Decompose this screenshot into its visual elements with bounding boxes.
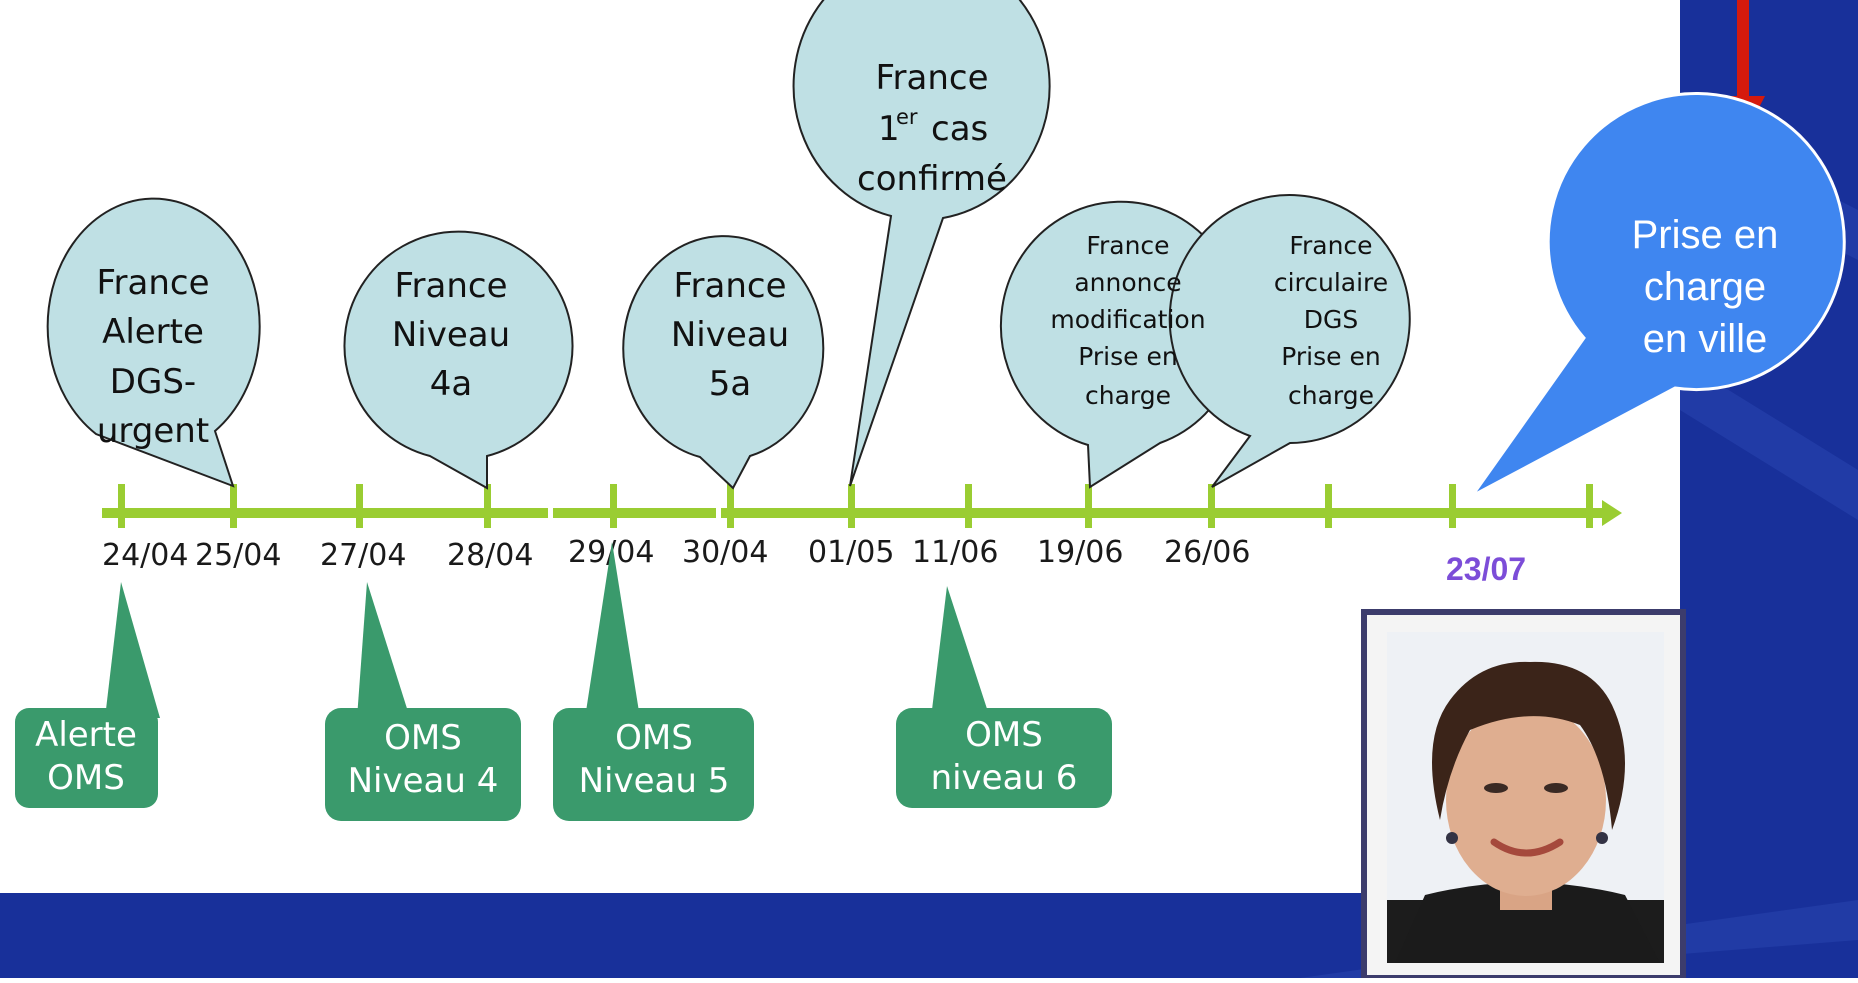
svg-text:OMS: OMS <box>615 718 693 758</box>
svg-text:charge: charge <box>1288 381 1374 410</box>
svg-text:er: er <box>896 105 918 129</box>
svg-text:France: France <box>875 58 988 98</box>
svg-text:4a: 4a <box>430 364 472 404</box>
callout-niveau-5a-text: France Niveau 5a <box>671 266 789 404</box>
svg-text:Alerte: Alerte <box>102 312 204 352</box>
svg-text:confirmé: confirmé <box>857 159 1007 199</box>
svg-text:charge: charge <box>1085 381 1171 410</box>
svg-text:DGS-: DGS- <box>110 362 196 402</box>
svg-text:France: France <box>1289 231 1372 260</box>
date-label: 27/04 <box>320 538 406 573</box>
svg-text:Prise en: Prise en <box>1632 213 1779 257</box>
callout-circulaire-dgs <box>1168 194 1411 488</box>
callout-prise-en-charge-ville: Prise en charge en ville <box>1470 92 1846 498</box>
callout-circulaire-dgs-text: France circulaire DGS Prise en charge <box>1274 231 1388 410</box>
svg-text:1: 1 <box>878 109 900 149</box>
svg-text:DGS: DGS <box>1304 305 1359 334</box>
svg-text:modification: modification <box>1050 305 1205 334</box>
callout-dgs-urgent-text: France Alerte DGS- urgent <box>96 263 209 451</box>
svg-text:OMS: OMS <box>965 715 1043 755</box>
timeline-axis <box>102 484 1622 528</box>
svg-text:Prise en: Prise en <box>1078 342 1177 371</box>
svg-text:Alerte: Alerte <box>35 715 137 755</box>
callout-niveau-4a-text: France Niveau 4a <box>392 266 510 404</box>
portrait-photo-icon <box>1361 609 1686 981</box>
svg-text:charge: charge <box>1644 265 1766 309</box>
svg-text:OMS: OMS <box>384 718 462 758</box>
svg-text:Niveau 5: Niveau 5 <box>579 761 730 801</box>
svg-text:Niveau 4: Niveau 4 <box>348 761 499 801</box>
svg-text:Niveau: Niveau <box>392 315 510 355</box>
svg-text:France: France <box>96 263 209 303</box>
highlight-date-label: 23/07 <box>1446 551 1526 587</box>
oms-niveau-4-box: OMS Niveau 4 <box>325 582 521 821</box>
svg-text:Niveau: Niveau <box>671 315 789 355</box>
callout-niveau-5a <box>622 235 825 490</box>
svg-text:niveau 6: niveau 6 <box>931 758 1078 798</box>
svg-text:cas: cas <box>931 109 988 149</box>
svg-text:5a: 5a <box>709 364 751 404</box>
date-label: 01/05 <box>808 535 894 570</box>
svg-text:urgent: urgent <box>97 411 209 451</box>
callout-dgs-urgent <box>46 197 261 488</box>
callout-premier-cas <box>792 0 1051 487</box>
date-label: 25/04 <box>195 538 281 573</box>
callout-annonce-modification-text: France annonce modification Prise en cha… <box>1050 231 1205 410</box>
svg-text:en ville: en ville <box>1643 317 1768 361</box>
svg-text:Prise en: Prise en <box>1281 342 1380 371</box>
date-label: 28/04 <box>447 538 533 573</box>
svg-text:France: France <box>394 266 507 306</box>
date-label: 26/06 <box>1164 535 1250 570</box>
callout-premier-cas-text: France 1 er cas confirmé <box>857 58 1007 199</box>
oms-niveau-6-box: OMS niveau 6 <box>896 586 1112 808</box>
date-label: 24/04 <box>102 538 188 573</box>
panel-sheen <box>1680 360 1858 520</box>
svg-text:circulaire: circulaire <box>1274 268 1388 297</box>
callout-niveau-4a <box>343 230 574 490</box>
svg-text:annonce: annonce <box>1074 268 1181 297</box>
oms-niveau-5-box: OMS Niveau 5 <box>553 542 754 821</box>
svg-text:OMS: OMS <box>47 758 125 798</box>
date-label: 11/06 <box>912 535 998 570</box>
svg-text:France: France <box>673 266 786 306</box>
date-label: 30/04 <box>682 535 768 570</box>
date-label: 19/06 <box>1037 535 1123 570</box>
oms-alerte-box: Alerte OMS <box>15 582 160 808</box>
svg-text:France: France <box>1086 231 1169 260</box>
